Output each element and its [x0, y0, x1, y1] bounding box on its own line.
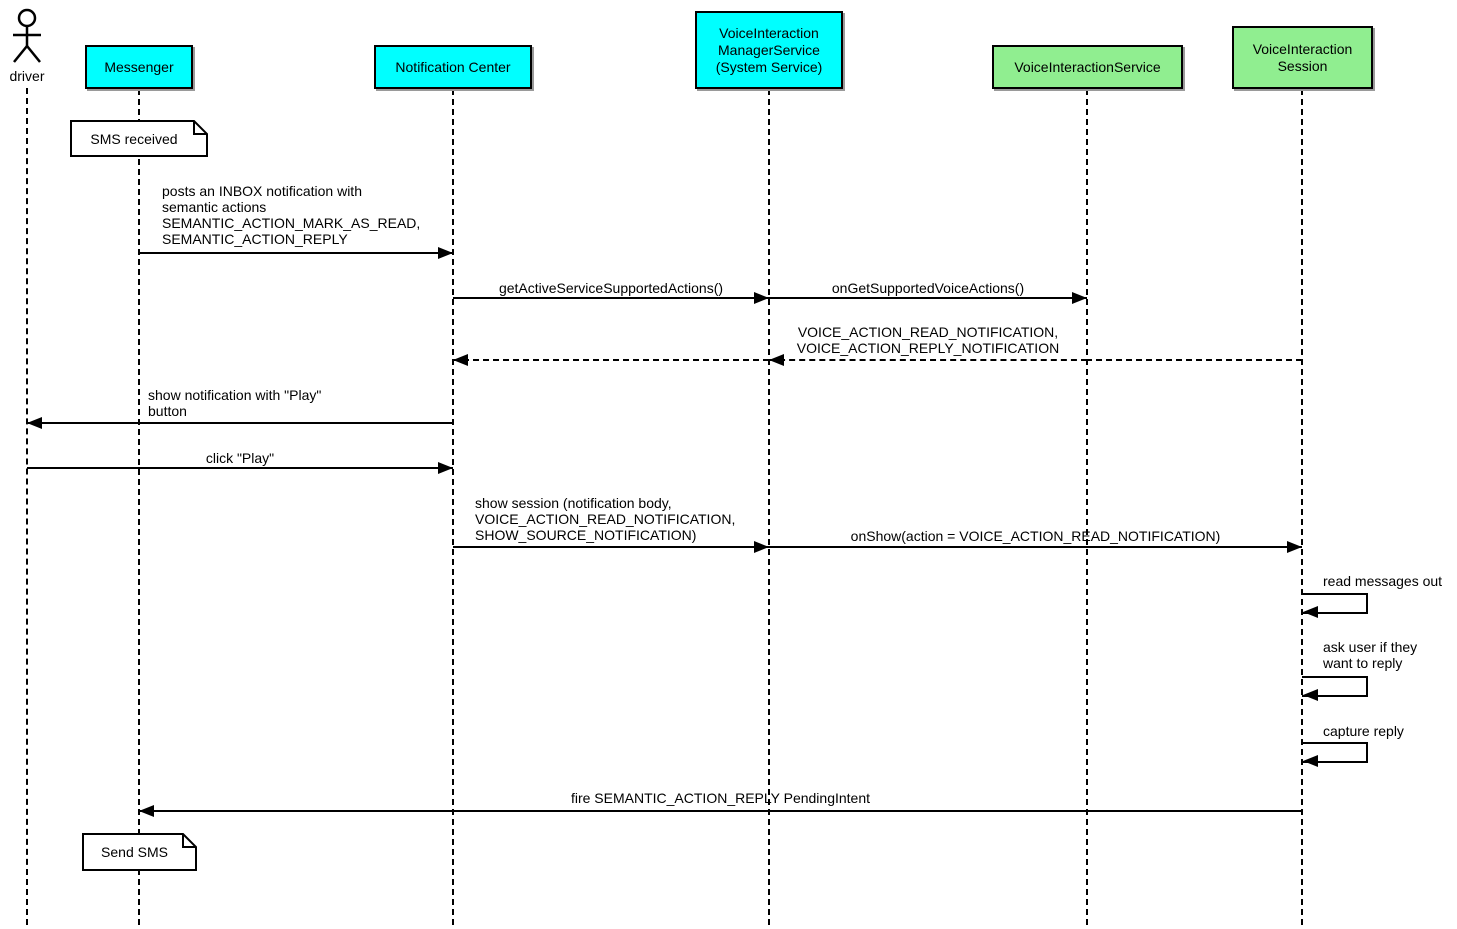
message-ask-user-label: ask user if they want to reply	[1323, 639, 1418, 671]
message-click-play-line	[27, 467, 453, 469]
actor-icon	[13, 8, 41, 63]
arrowhead	[139, 805, 154, 817]
message-show-session-label: show session (notification body, VOICE_A…	[475, 495, 736, 543]
message-ask-user-loop	[1302, 676, 1368, 697]
note-sms-received-text: SMS received	[90, 130, 178, 147]
message-show-notification-label: show notification with "Play" button	[148, 387, 322, 419]
message-fire-pending-intent-line	[139, 810, 1302, 812]
message-on-get-supported-line	[769, 297, 1087, 299]
participant-voice-interaction-session: VoiceInteraction Session	[1232, 26, 1373, 89]
arrowhead	[1072, 292, 1087, 304]
message-posts-inbox-line	[139, 252, 453, 254]
message-voice-actions-return-label: VOICE_ACTION_READ_NOTIFICATION, VOICE_AC…	[796, 324, 1060, 356]
lifeline-driver	[26, 88, 28, 925]
message-on-get-supported-label: onGetSupportedVoiceActions()	[831, 280, 1025, 296]
arrowhead	[1303, 689, 1318, 701]
arrowhead	[769, 354, 784, 366]
message-read-messages-loop	[1302, 593, 1368, 614]
message-show-session-line	[453, 546, 769, 548]
participant-notification-center: Notification Center	[374, 45, 532, 89]
lifeline-voice-interaction-service	[1086, 89, 1088, 925]
participant-voice-interaction-manager-service: VoiceInteraction ManagerService (System …	[695, 11, 843, 89]
note-send-sms: Send SMS	[82, 833, 197, 871]
message-on-show-label: onShow(action = VOICE_ACTION_READ_NOTIFI…	[850, 528, 1221, 544]
arrowhead	[754, 541, 769, 553]
note-shape	[70, 120, 208, 157]
participant-voice-interaction-service: VoiceInteractionService	[992, 45, 1183, 89]
arrowhead	[1303, 606, 1318, 618]
message-on-show-line	[769, 546, 1302, 548]
note-shape	[82, 833, 197, 871]
message-capture-reply-label: capture reply	[1323, 723, 1404, 739]
actor-label: driver	[9, 68, 45, 84]
arrowhead	[27, 417, 42, 429]
message-get-active-actions-label: getActiveServiceSupportedActions()	[498, 280, 724, 296]
lifeline-messenger	[138, 89, 140, 925]
message-voice-actions-return-line	[769, 359, 1087, 361]
message-voice-actions-return-line	[1086, 359, 1302, 361]
note-send-sms-text: Send SMS	[101, 844, 168, 860]
arrowhead	[453, 354, 468, 366]
message-posts-inbox-label: posts an INBOX notification with semanti…	[162, 183, 421, 247]
note-sms-received: SMS received	[70, 120, 208, 157]
lifeline-notification-center	[452, 89, 454, 925]
message-capture-reply-loop	[1302, 742, 1368, 763]
arrowhead	[1287, 541, 1302, 553]
message-voice-actions-return-line	[453, 359, 769, 361]
arrowhead	[754, 292, 769, 304]
message-click-play-label: click "Play"	[205, 450, 275, 466]
lifeline-voice-interaction-session	[1301, 89, 1303, 925]
arrowhead	[438, 247, 453, 259]
lifeline-voice-interaction-manager-service	[768, 89, 770, 925]
message-read-messages-label: read messages out	[1323, 573, 1443, 589]
arrowhead	[438, 462, 453, 474]
message-fire-pending-intent-label: fire SEMANTIC_ACTION_REPLY PendingIntent	[570, 790, 871, 806]
message-get-active-actions-line	[453, 297, 769, 299]
arrowhead	[1303, 755, 1318, 767]
participant-messenger: Messenger	[85, 45, 193, 89]
message-show-notification-line	[27, 422, 453, 424]
